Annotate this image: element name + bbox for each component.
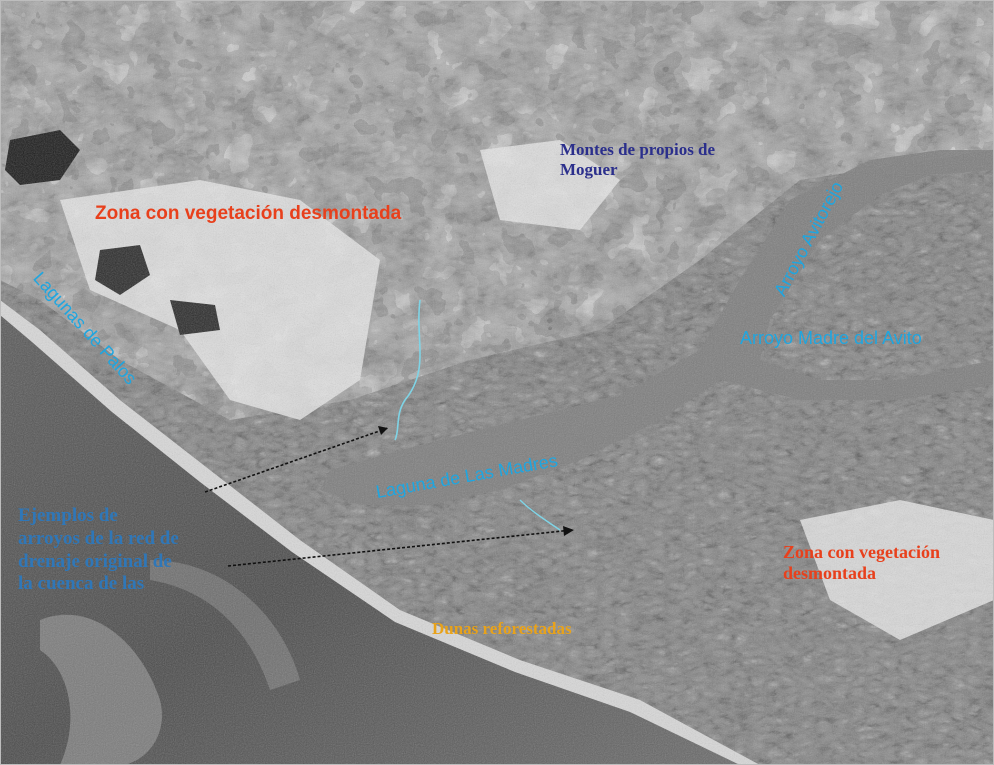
label-zona-vegetacion-norte: Zona con vegetación desmontada	[95, 203, 402, 224]
stream-line	[394, 299, 421, 441]
label-arroyo-madre-del-avito: Arroyo Madre del Avito	[740, 328, 922, 348]
label-ejemplos-arroyos: Ejemplos de arroyos de la red de drenaje…	[18, 505, 179, 595]
label-zona-vegetacion-sur: Zona con vegetación desmontada	[783, 542, 940, 583]
label-montes-de-propios: Montes de propios de Moguer	[560, 140, 716, 179]
stream-line	[519, 499, 561, 531]
pointer-arrows	[204, 426, 574, 567]
label-dunas-reforestadas: Dunas reforestadas	[432, 619, 572, 638]
